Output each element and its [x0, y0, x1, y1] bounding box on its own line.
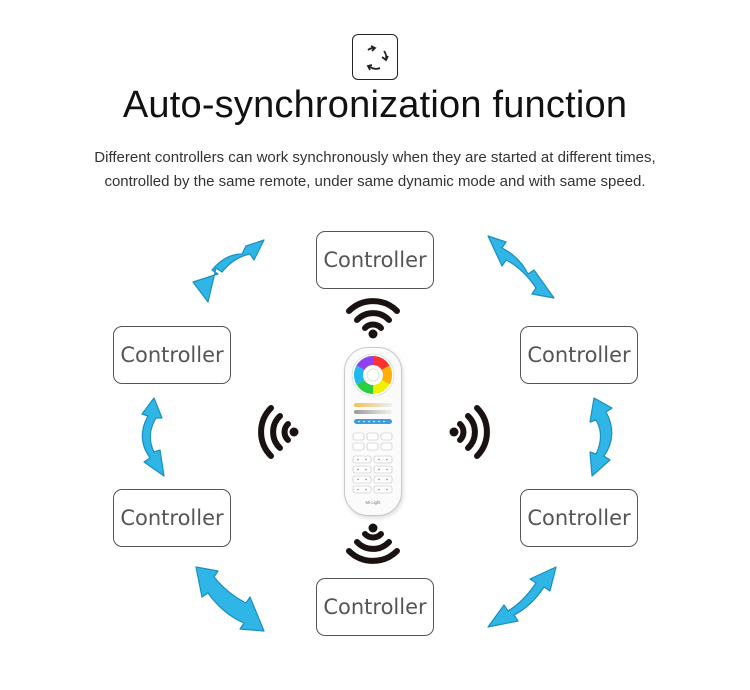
wifi-down-icon: [346, 523, 400, 564]
controller-box-upper-right: Controller: [520, 326, 638, 384]
page-title: Auto-synchronization function: [122, 84, 628, 126]
wifi-left-icon: [258, 405, 299, 459]
remote-brand: Mi·Light: [366, 500, 382, 505]
controller-box-upper-left: Controller: [113, 326, 231, 384]
wifi-right-icon: [449, 405, 490, 459]
controller-box-lower-right: Controller: [520, 489, 638, 547]
sync-arrow-icon: [141, 397, 165, 477]
description-line: controlled by the same remote, under sam…: [104, 173, 646, 190]
controller-box-lower-left: Controller: [113, 489, 231, 547]
description-line: Different controllers can work synchrono…: [94, 149, 656, 166]
sync-arrow-icon: [192, 239, 265, 303]
controller-box-bottom: Controller: [316, 578, 434, 636]
sync-arrow-icon: [487, 566, 557, 628]
controller-box-top: Controller: [316, 231, 434, 289]
sync-arrow-icon: [589, 397, 613, 477]
remote-control: Mi·Light: [344, 347, 402, 516]
wifi-up-icon: [346, 298, 400, 339]
sync-icon: [352, 34, 398, 80]
remote-face: Mi·Light: [351, 353, 395, 505]
description: Different controllers can work synchrono…: [0, 146, 750, 194]
sync-arrow-icon: [195, 566, 265, 632]
sync-arrow-icon: [487, 235, 555, 299]
